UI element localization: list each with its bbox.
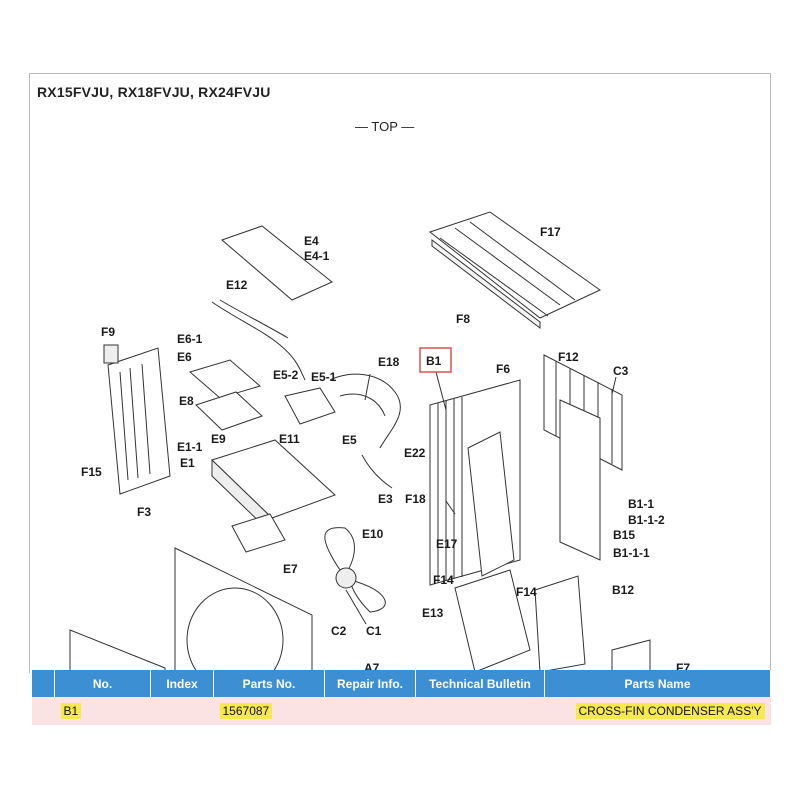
b1-highlight-box xyxy=(419,347,452,373)
table-header-row: No. Index Parts No. Repair Info. Technic… xyxy=(32,670,771,697)
cell-parts-name: CROSS-FIN CONDENSER ASS'Y xyxy=(544,697,771,725)
view-label: — TOP — xyxy=(355,119,415,134)
top-panel-part xyxy=(428,211,601,330)
callout-label: F6 xyxy=(496,362,510,376)
parts-no-value[interactable]: 1567087 xyxy=(219,703,273,719)
cell-index xyxy=(150,697,214,725)
callout-label: E8 xyxy=(179,394,194,408)
callout-label: E5 xyxy=(342,433,357,447)
callout-label: E10 xyxy=(362,527,384,541)
header-parts-no[interactable]: Parts No. xyxy=(213,670,325,697)
callout-label: F3 xyxy=(137,505,151,519)
header-index[interactable]: Index xyxy=(150,670,214,697)
callout-label: F17 xyxy=(540,225,561,239)
header-technical-bulletin[interactable]: Technical Bulletin xyxy=(415,670,545,697)
callout-label: E13 xyxy=(422,606,444,620)
callout-label: E11 xyxy=(279,432,300,446)
diagram-title: RX15FVJU, RX18FVJU, RX24FVJU xyxy=(37,84,271,100)
cell-repair-info xyxy=(324,697,416,725)
callout-label: E1-1 xyxy=(177,440,203,454)
callout-label: B1-1 xyxy=(628,497,654,511)
row-spacer xyxy=(32,697,55,725)
callout-label: B1-1-2 xyxy=(628,513,665,527)
callout-label: E6 xyxy=(177,350,192,364)
callout-label: E3 xyxy=(378,492,393,506)
side-panel-part xyxy=(103,344,171,495)
parts-table: No. Index Parts No. Repair Info. Technic… xyxy=(32,670,771,725)
exploded-view-diagram: E4 E4-1 F17 E12 F8 F9 E6-1 E6 B1 F6 F12 … xyxy=(69,211,690,672)
callout-label: E4-1 xyxy=(304,249,330,263)
callout-label: B1 xyxy=(426,354,442,368)
propeller-fan-part xyxy=(324,527,386,613)
callout-label: E5-2 xyxy=(273,368,299,382)
callout-label: C3 xyxy=(613,364,629,378)
callout-label: E6-1 xyxy=(177,332,203,346)
header-no[interactable]: No. xyxy=(54,670,151,697)
callout-label: C2 xyxy=(331,624,347,638)
callout-label: E17 xyxy=(436,537,458,551)
cell-technical-bulletin xyxy=(415,697,545,725)
callout-label: F18 xyxy=(405,492,426,506)
callout-label: F14 xyxy=(433,573,454,587)
callout-label: E5-1 xyxy=(311,370,337,384)
cell-parts-no: 1567087 xyxy=(213,697,325,725)
callout-label: B12 xyxy=(612,583,634,597)
callout-label: F14 xyxy=(516,585,537,599)
piping-part xyxy=(329,373,401,449)
callout-label: E12 xyxy=(226,278,248,292)
callout-label: C1 xyxy=(366,624,382,638)
callout-label: E1 xyxy=(180,456,195,470)
wire-harness-part xyxy=(211,301,306,381)
callout-label: E9 xyxy=(211,432,226,446)
header-parts-name[interactable]: Parts Name xyxy=(544,670,771,697)
header-spacer xyxy=(32,670,55,697)
callout-label: B1-1-1 xyxy=(613,546,650,560)
control-board-part xyxy=(188,359,262,399)
header-repair-info[interactable]: Repair Info. xyxy=(324,670,416,697)
callout-label: F7 xyxy=(676,661,690,672)
table-row[interactable]: B1 1567087 CROSS-FIN CONDENSER ASS'Y xyxy=(32,697,771,725)
callout-label: F12 xyxy=(558,350,579,364)
cell-no: B1 xyxy=(54,697,151,725)
front-panel-part xyxy=(174,547,313,672)
callout-label: A7 xyxy=(364,661,380,672)
parts-name-value[interactable]: CROSS-FIN CONDENSER ASS'Y xyxy=(575,703,765,719)
callout-label: E4 xyxy=(304,234,319,248)
callout-label: F8 xyxy=(456,312,470,326)
callout-label: E7 xyxy=(283,562,298,576)
callout-label: E18 xyxy=(378,355,400,369)
insulation-plate-part xyxy=(221,225,333,301)
callout-label: E22 xyxy=(404,446,426,460)
callout-label: F9 xyxy=(101,325,115,339)
no-value[interactable]: B1 xyxy=(60,703,82,719)
callout-label: F15 xyxy=(81,465,102,479)
callout-label: B15 xyxy=(613,528,635,542)
